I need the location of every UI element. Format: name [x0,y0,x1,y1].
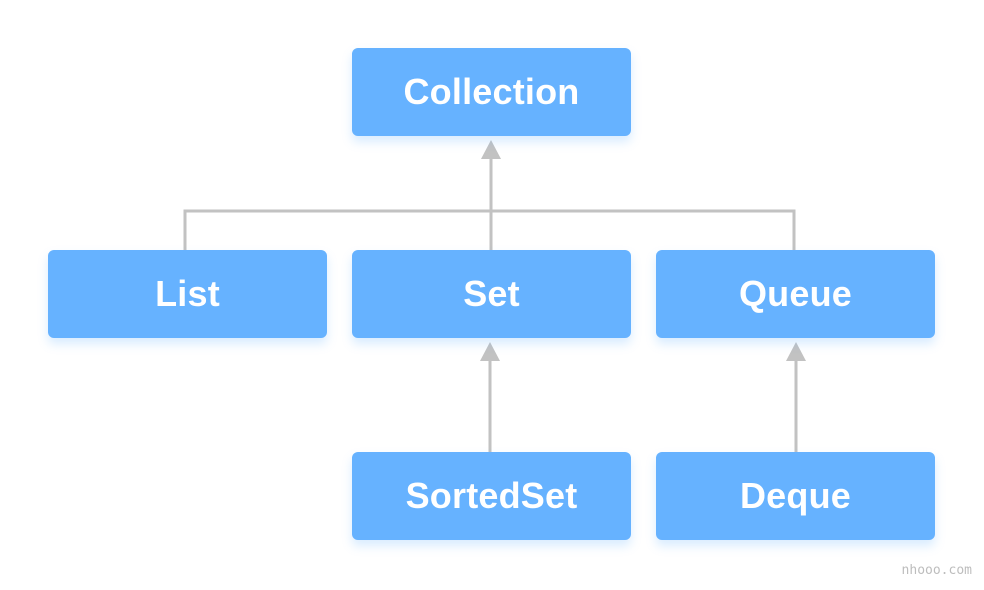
node-sortedset-label: SortedSet [405,475,578,516]
node-deque: Deque [656,452,935,540]
node-set-label: Set [463,273,520,314]
arrowhead-queue [786,342,806,361]
node-list: List [48,250,327,338]
node-set: Set [352,250,631,338]
node-queue-label: Queue [738,273,853,314]
edge-queue-to-collection [491,209,796,250]
node-sortedset: SortedSet [352,452,631,540]
node-collection: Collection [352,48,631,136]
node-list-label: List [155,273,220,314]
watermark: nhooo.com [901,563,972,578]
node-queue: Queue [656,250,935,338]
arrowhead-set [480,342,500,361]
node-collection-label: Collection [403,71,580,112]
arrowhead-collection [481,140,501,159]
edge-list-to-collection [183,209,491,250]
node-deque-label: Deque [739,475,852,516]
